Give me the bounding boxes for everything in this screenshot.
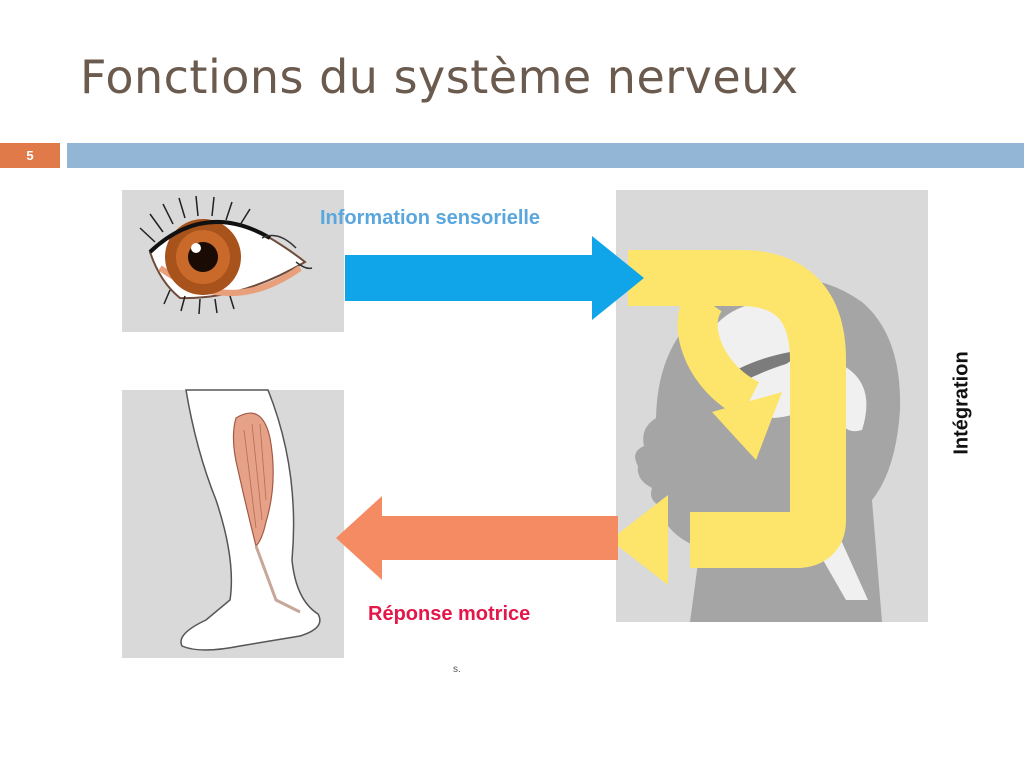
integration-loop-arrow	[610, 250, 846, 585]
footnote: s.	[453, 664, 461, 675]
motor-arrow	[336, 496, 618, 580]
slide-number: 5	[0, 143, 60, 168]
integration-label: Intégration	[950, 351, 973, 455]
header-bar	[67, 143, 1024, 168]
sensory-arrow	[345, 236, 644, 320]
eye-icon	[122, 190, 344, 332]
sensory-information-label: Information sensorielle	[320, 207, 541, 229]
slide-title: Fonctions du système nerveux	[80, 50, 799, 104]
motor-response-label: Réponse motrice	[368, 603, 531, 625]
leg-muscle-icon	[122, 389, 344, 658]
